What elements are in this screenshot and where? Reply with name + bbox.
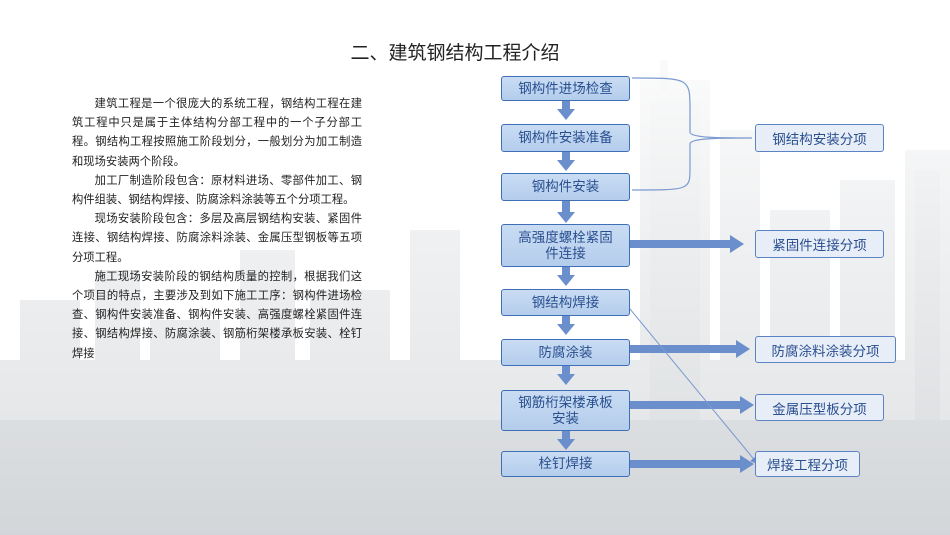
flow-step-welding: 钢结构焊接 [501,289,630,316]
page-title: 二、建筑钢结构工程介绍 [350,42,560,64]
intro-text: 建筑工程是一个很庞大的系统工程，钢结构工程在建筑工程中只是属于主体结构分部工程中… [72,94,362,363]
right-arrow [630,455,754,473]
group-bracket [631,77,753,191]
down-arrow [557,152,575,171]
right-arrow [630,235,744,253]
down-arrow [557,431,575,450]
right-arrow [630,396,754,414]
flow-step-installation-prep: 钢构件安装准备 [501,124,630,152]
down-arrow [557,101,575,120]
sub-item-steel-installation: 钢结构安装分项 [755,124,884,152]
sub-item-welding: 焊接工程分项 [755,451,860,477]
down-arrow [557,316,575,335]
paragraph: 施工现场安装阶段的钢结构质量的控制，根据我们这个项目的特点，主要涉及到如下施工工… [72,269,362,360]
down-arrow [557,366,575,385]
sub-item-metal-deck: 金属压型板分项 [755,394,884,421]
flow-step-anticorrosion: 防腐涂装 [501,339,630,366]
flow-step-stud-welding: 栓钉焊接 [501,451,630,477]
flow-step-installation: 钢构件安装 [501,173,630,201]
paragraph: 现场安装阶段包含：多层及高层钢结构安装、紧固件连接、钢结构焊接、防腐涂料涂装、金… [72,212,362,264]
sub-item-anticorrosion: 防腐涂料涂装分项 [755,336,896,363]
welding-link [629,308,759,465]
flow-step-incoming-inspection: 钢构件进场检查 [501,76,630,101]
flow-step-truss-deck: 钢筋桁架楼承板安装 [501,390,630,431]
down-arrow [557,201,575,223]
paragraph: 建筑工程是一个很庞大的系统工程，钢结构工程在建筑工程中只是属于主体结构分部工程中… [72,97,362,168]
flow-step-high-strength-bolt: 高强度螺栓紧固件连接 [501,224,630,267]
paragraph: 加工厂制造阶段包含：原材料进场、零部件加工、钢构件组装、钢结构焊接、防腐涂料涂装… [72,173,362,207]
right-arrow [630,340,750,358]
sub-item-fastener: 紧固件连接分项 [755,230,884,258]
down-arrow [557,267,575,286]
